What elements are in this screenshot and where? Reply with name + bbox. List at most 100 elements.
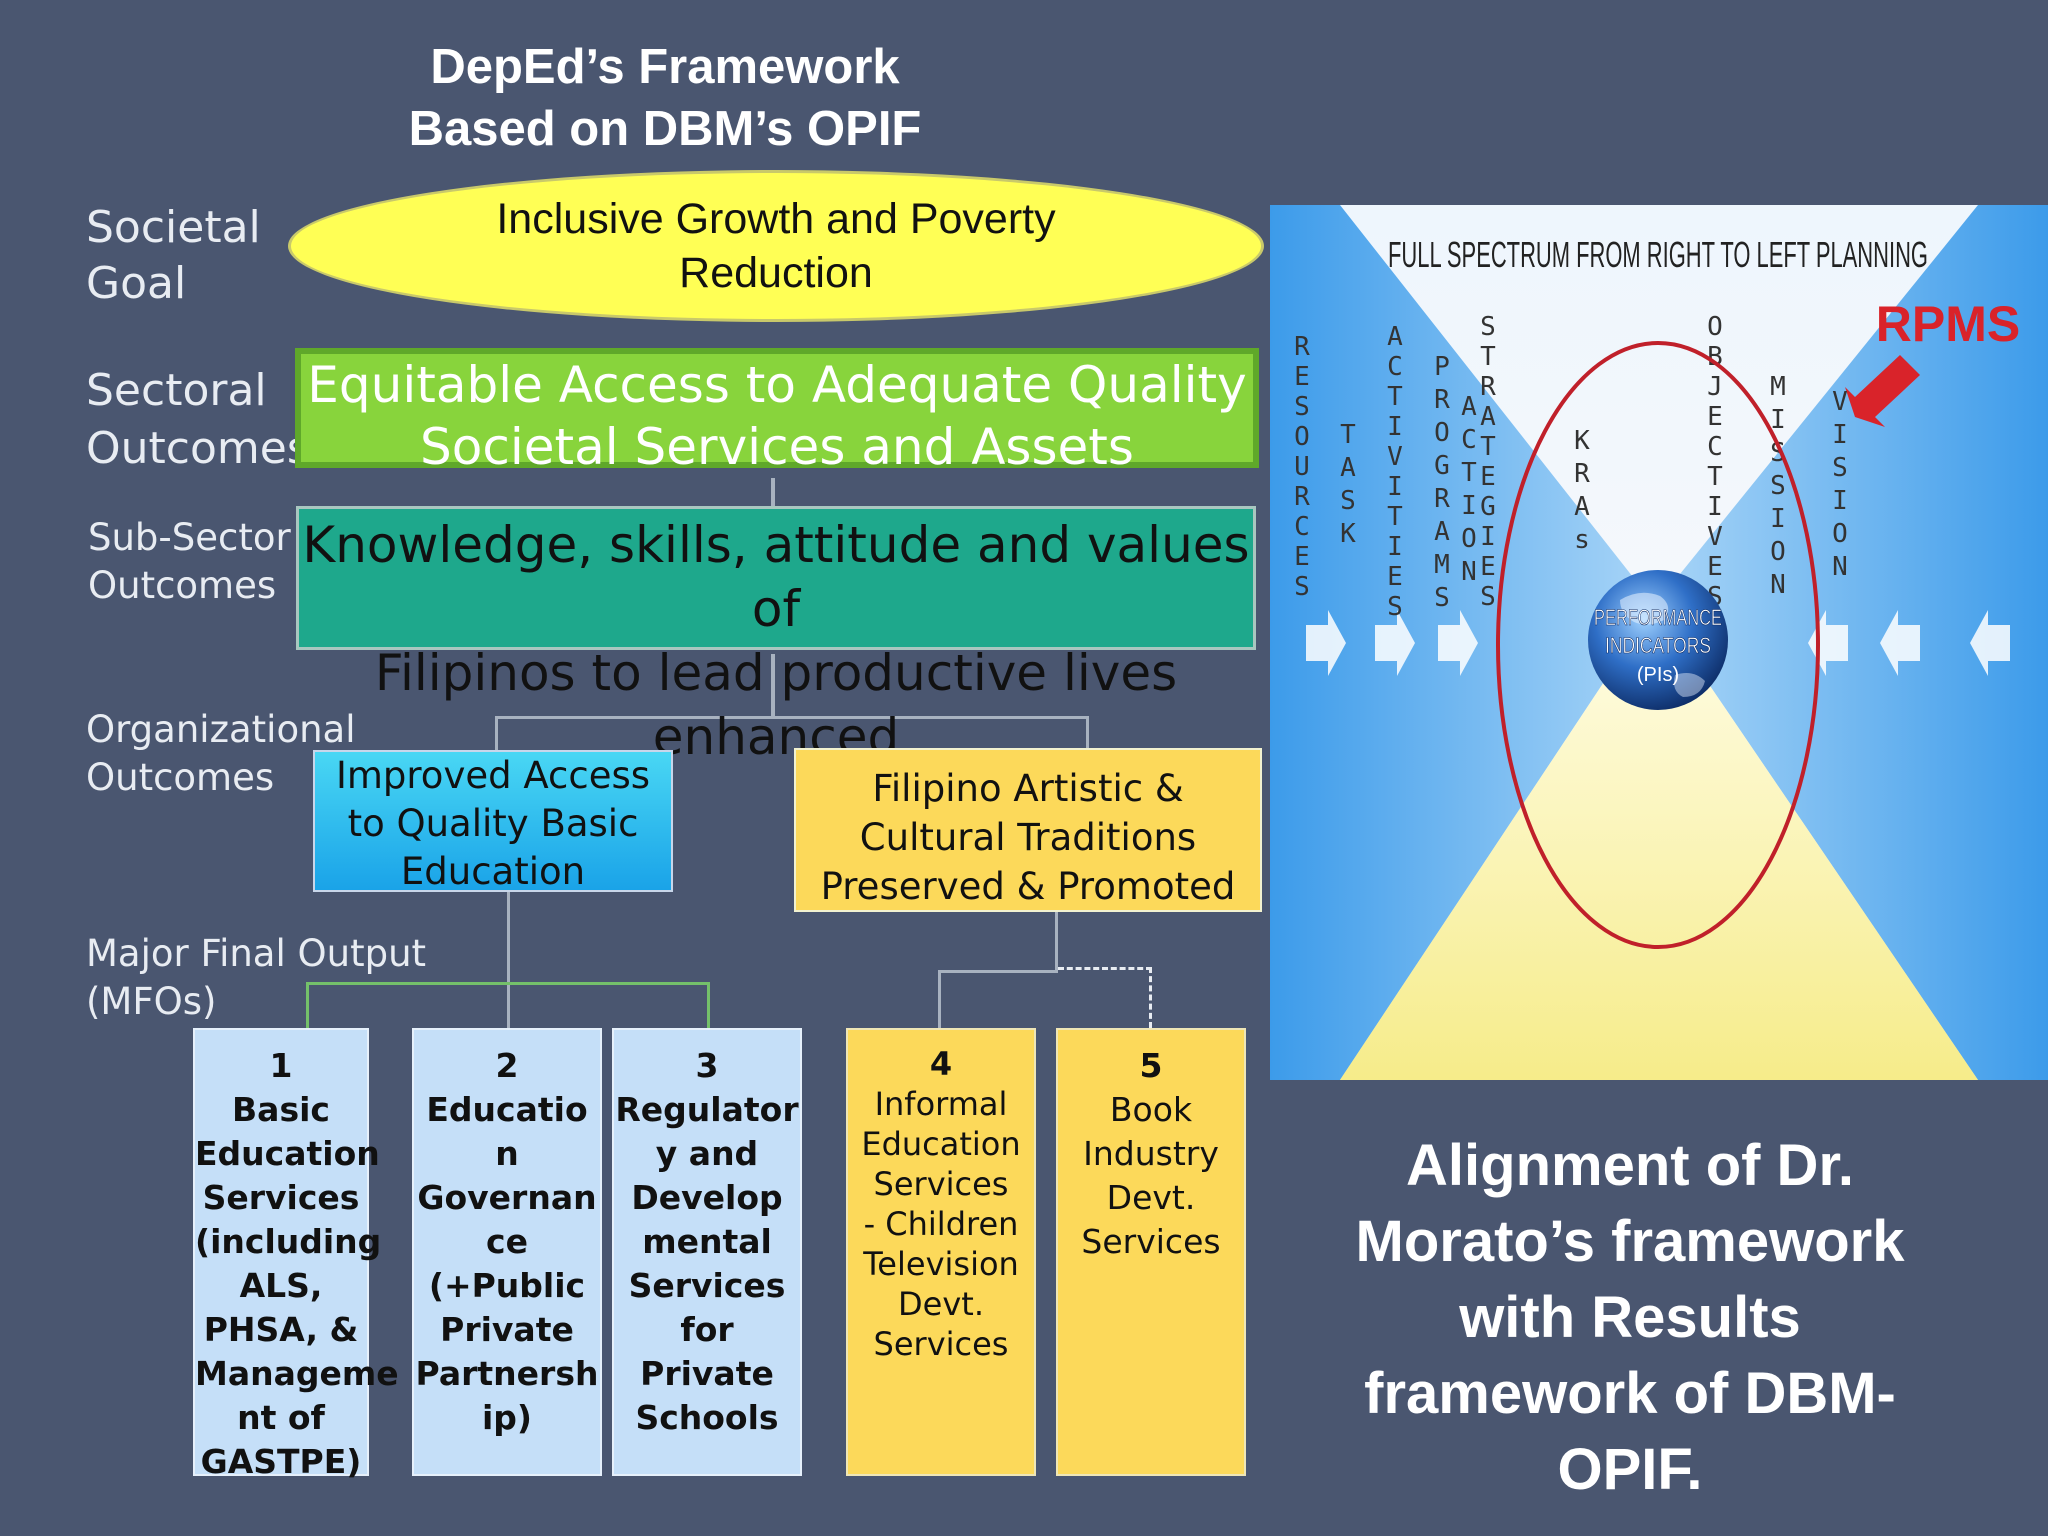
connector-line [495,716,1089,719]
mfo-line: Private [440,1310,574,1349]
label-major-final-output: Major Final Output (MFOs) [86,930,426,1026]
column-letter: I [1770,405,1786,435]
column-letter: J [1707,372,1723,402]
mfo-line: PHSA, & [203,1310,359,1349]
mfo-line: Devt. [1106,1178,1196,1217]
globe-label-line-3: (PIs) [1637,664,1679,686]
column-letter: R [1574,459,1590,489]
column-letter: E [1294,542,1310,572]
column-letter: S [1294,392,1310,422]
mfo-line: Services [873,1325,1009,1363]
mfo-number: 3 [695,1046,719,1085]
column-letter: I [1387,532,1403,562]
column-letter: E [1294,362,1310,392]
caption-line: Morato’s framework [1355,1209,1905,1274]
arrow-right-3 [1438,610,1478,676]
rpms-label: RPMS [1876,296,2020,352]
box-line: Improved Access [335,754,651,797]
label-line: Outcomes [88,564,277,607]
column-letter: M [1434,550,1450,580]
column-letter: E [1480,462,1496,492]
mfo-line: for [680,1310,734,1349]
label-line: Societal [86,202,261,253]
column-letter: S [1294,572,1310,602]
column-letter: I [1707,492,1723,522]
column-letter: S [1480,582,1496,612]
mfo-line: - Children [863,1205,1019,1243]
column-letter: T [1461,458,1477,488]
mfo-line: Services [628,1266,786,1305]
column-letter: K [1340,519,1356,549]
mfo-line: mental [642,1222,772,1261]
box-line: Societal Services and Assets [420,418,1134,476]
column-letter: S [1340,486,1356,516]
mfo-line: Manageme [195,1354,399,1393]
alignment-caption: Alignment of Dr. Morato’s framework with… [1310,1128,1950,1508]
mfo-line: ip) [481,1398,532,1437]
rpms-highlight-ellipse [1496,341,1820,949]
title-line-1: DepEd’s Framework [430,40,900,94]
mfo-line: Devt. [898,1285,984,1323]
mfo-box-3: 3 Regulator y and Develop mental Service… [612,1028,802,1476]
column-letter: R [1480,372,1496,402]
column-letter: U [1294,452,1310,482]
column-letter: V [1387,442,1403,472]
societal-goal-text: Inclusive Growth and Poverty Reduction [496,195,1056,297]
dashed-connector [1058,967,1152,970]
mfo-number: 2 [495,1046,519,1085]
mfo-line: Services [202,1178,360,1217]
column-letter: N [1461,557,1477,587]
bottom-wedge [1340,605,1978,1080]
column-letter: O [1770,537,1786,567]
mfo-line: Develop [631,1178,783,1217]
column-letter: E [1707,402,1723,432]
mfo-box-5: 5 Book Industry Devt. Services [1056,1028,1246,1476]
full-spectrum-planning-graphic: FULL SPECTRUM FROM RIGHT TO LEFT PLANNIN… [1270,205,2048,1080]
spectrum-heading: FULL SPECTRUM FROM RIGHT TO LEFT PLANNIN… [1388,234,1928,275]
mfo-line: ce [486,1222,528,1261]
mfo-line: n [495,1134,519,1173]
column-letter: N [1832,552,1848,582]
column-letter: C [1387,352,1403,382]
column-letter: E [1387,562,1403,592]
connector-line [707,982,710,1028]
box-line: Cultural Traditions [859,816,1197,859]
column-letter: A [1461,392,1477,422]
mfo-line: y and [655,1134,759,1173]
column-letter: K [1574,426,1590,456]
mfo-line: Schools [635,1398,779,1437]
mfo-line: Educatio [426,1090,588,1129]
mfo-line: Education [195,1134,380,1173]
box-line: Preserved & Promoted [820,865,1236,908]
arrow-left-3 [1970,610,2010,676]
label-sectoral-outcomes: Sectoral Outcomes [86,362,310,478]
mfo-line: Partnersh [415,1354,599,1393]
sectoral-outcome-box: Equitable Access to Adequate Quality Soc… [295,348,1259,476]
label-organizational-outcomes: Organizational Outcomes [86,706,356,802]
column-letter: T [1340,420,1356,450]
connector-line [507,892,510,1028]
column-letter: s [1574,525,1590,555]
societal-goal-ellipse: Inclusive Growth and Poverty Reduction [288,170,1264,322]
mfo-line: ALS, [239,1266,323,1305]
rpms-arrow [1845,355,1920,427]
column-letter: S [1770,471,1786,501]
org-outcome-artistic-cultural: Filipino Artistic & Cultural Traditions … [794,748,1262,912]
label-line: Outcomes [86,756,275,799]
caption-line: with Results [1459,1285,1801,1350]
label-line: Major Final Output [86,932,427,975]
column-letter: C [1294,512,1310,542]
mfo-number: 1 [269,1046,293,1085]
column-letter: E [1707,552,1723,582]
column-letter: I [1832,486,1848,516]
column-letter: R [1434,385,1450,415]
box-line: Filipino Artistic & [872,767,1184,810]
column-letter: I [1387,472,1403,502]
column-letter: A [1574,492,1590,522]
column-letter: S [1832,453,1848,483]
column-letter: T [1480,432,1496,462]
